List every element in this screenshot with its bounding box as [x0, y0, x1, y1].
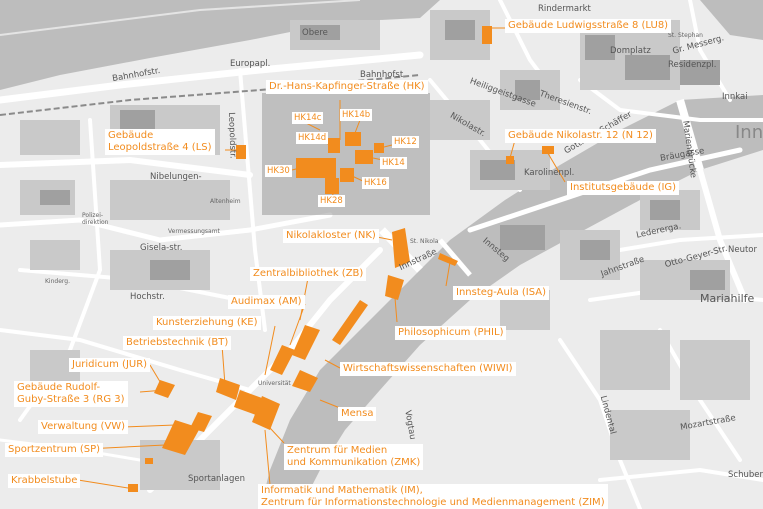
- building-label-wiwi[interactable]: Wirtschaftswissenschaften (WIWI): [340, 362, 516, 376]
- place-label: St. Stephan: [668, 32, 703, 39]
- place-label: Karolinenpl.: [524, 168, 575, 178]
- street-label: Obere: [302, 28, 328, 38]
- building-label-vw[interactable]: Verwaltung (VW): [38, 420, 129, 434]
- place-label: Vermessungsamt: [168, 228, 220, 235]
- street-label: Mariahilfe: [700, 292, 755, 305]
- building-label-phil[interactable]: Philosophicum (PHIL): [395, 326, 507, 340]
- street-label: Schuber: [728, 470, 763, 480]
- street-label: Hochstr.: [130, 292, 165, 302]
- building-label-isa[interactable]: Innsteg-Aula (ISA): [453, 286, 550, 300]
- building-label-nk[interactable]: Nikolakloster (NK): [283, 229, 379, 243]
- building-label-hk14c[interactable]: HK14c: [292, 112, 324, 124]
- building-label-hk28[interactable]: HK28: [318, 195, 345, 207]
- building-label-ke[interactable]: Kunsterziehung (KE): [153, 316, 261, 330]
- building-label-lu8[interactable]: Gebäude Ludwigsstraße 8 (LU8): [505, 19, 672, 33]
- street-label: Innkai: [722, 92, 748, 102]
- building-label-zmk[interactable]: Zentrum für Medien und Kommunikation (ZM…: [284, 444, 424, 470]
- building-label-n12[interactable]: Gebäude Nikolastr. 12 (N 12): [505, 129, 656, 143]
- building-label-sp[interactable]: Sportzentrum (SP): [5, 443, 104, 457]
- street-label: Bahnhofst: [360, 70, 404, 80]
- building-label-ig[interactable]: Institutsgebäude (IG): [567, 181, 680, 195]
- place-label: Altenheim: [210, 198, 241, 205]
- street-label: Leopoldstr.: [226, 112, 238, 159]
- place-label: Universität: [258, 380, 291, 387]
- street-label: Europapl.: [230, 59, 271, 69]
- street-label: Nibelungen-: [150, 172, 202, 182]
- building-label-hk12[interactable]: HK12: [392, 136, 419, 148]
- river-label: Inn: [735, 122, 763, 143]
- building-label-rg3[interactable]: Gebäude Rudolf- Guby-Straße 3 (RG 3): [14, 381, 128, 407]
- street-label: Gisela-str.: [140, 243, 183, 253]
- building-label-im-zim[interactable]: Informatik und Mathematik (IM), Zentrum …: [258, 484, 608, 509]
- building-label-hk14d[interactable]: HK14d: [296, 132, 329, 144]
- building-label-am[interactable]: Audimax (AM): [228, 295, 305, 309]
- place-label: Sportanlagen: [188, 474, 245, 484]
- building-label-hk[interactable]: Dr.-Hans-Kapfinger-Straße (HK): [266, 80, 428, 94]
- building-label-hk30[interactable]: HK30: [265, 165, 292, 177]
- building-label-hk14[interactable]: HK14: [380, 157, 407, 169]
- building-label-bt[interactable]: Betriebstechnik (BT): [123, 336, 232, 350]
- place-label: Residenzpl.: [668, 60, 717, 70]
- building-label-mensa[interactable]: Mensa: [338, 407, 377, 421]
- building-label-ls[interactable]: Gebäude Leopoldstraße 4 (LS): [105, 129, 215, 155]
- building-label-zb[interactable]: Zentralbibliothek (ZB): [250, 267, 367, 281]
- building-label-krabbelstube[interactable]: Krabbelstube: [8, 474, 81, 488]
- building-label-jur[interactable]: Juridicum (JUR): [69, 358, 151, 372]
- place-label: Polizei- direktion: [82, 212, 109, 226]
- building-label-hk14b[interactable]: HK14b: [340, 109, 373, 121]
- place-label: St. Nikola: [410, 238, 439, 245]
- building-label-hk16[interactable]: HK16: [362, 177, 389, 189]
- street-label: Neutor: [728, 245, 758, 255]
- place-label: Domplatz: [610, 46, 651, 56]
- place-label: Kinderg.: [45, 278, 70, 285]
- street-label: Rindermarkt: [538, 4, 591, 14]
